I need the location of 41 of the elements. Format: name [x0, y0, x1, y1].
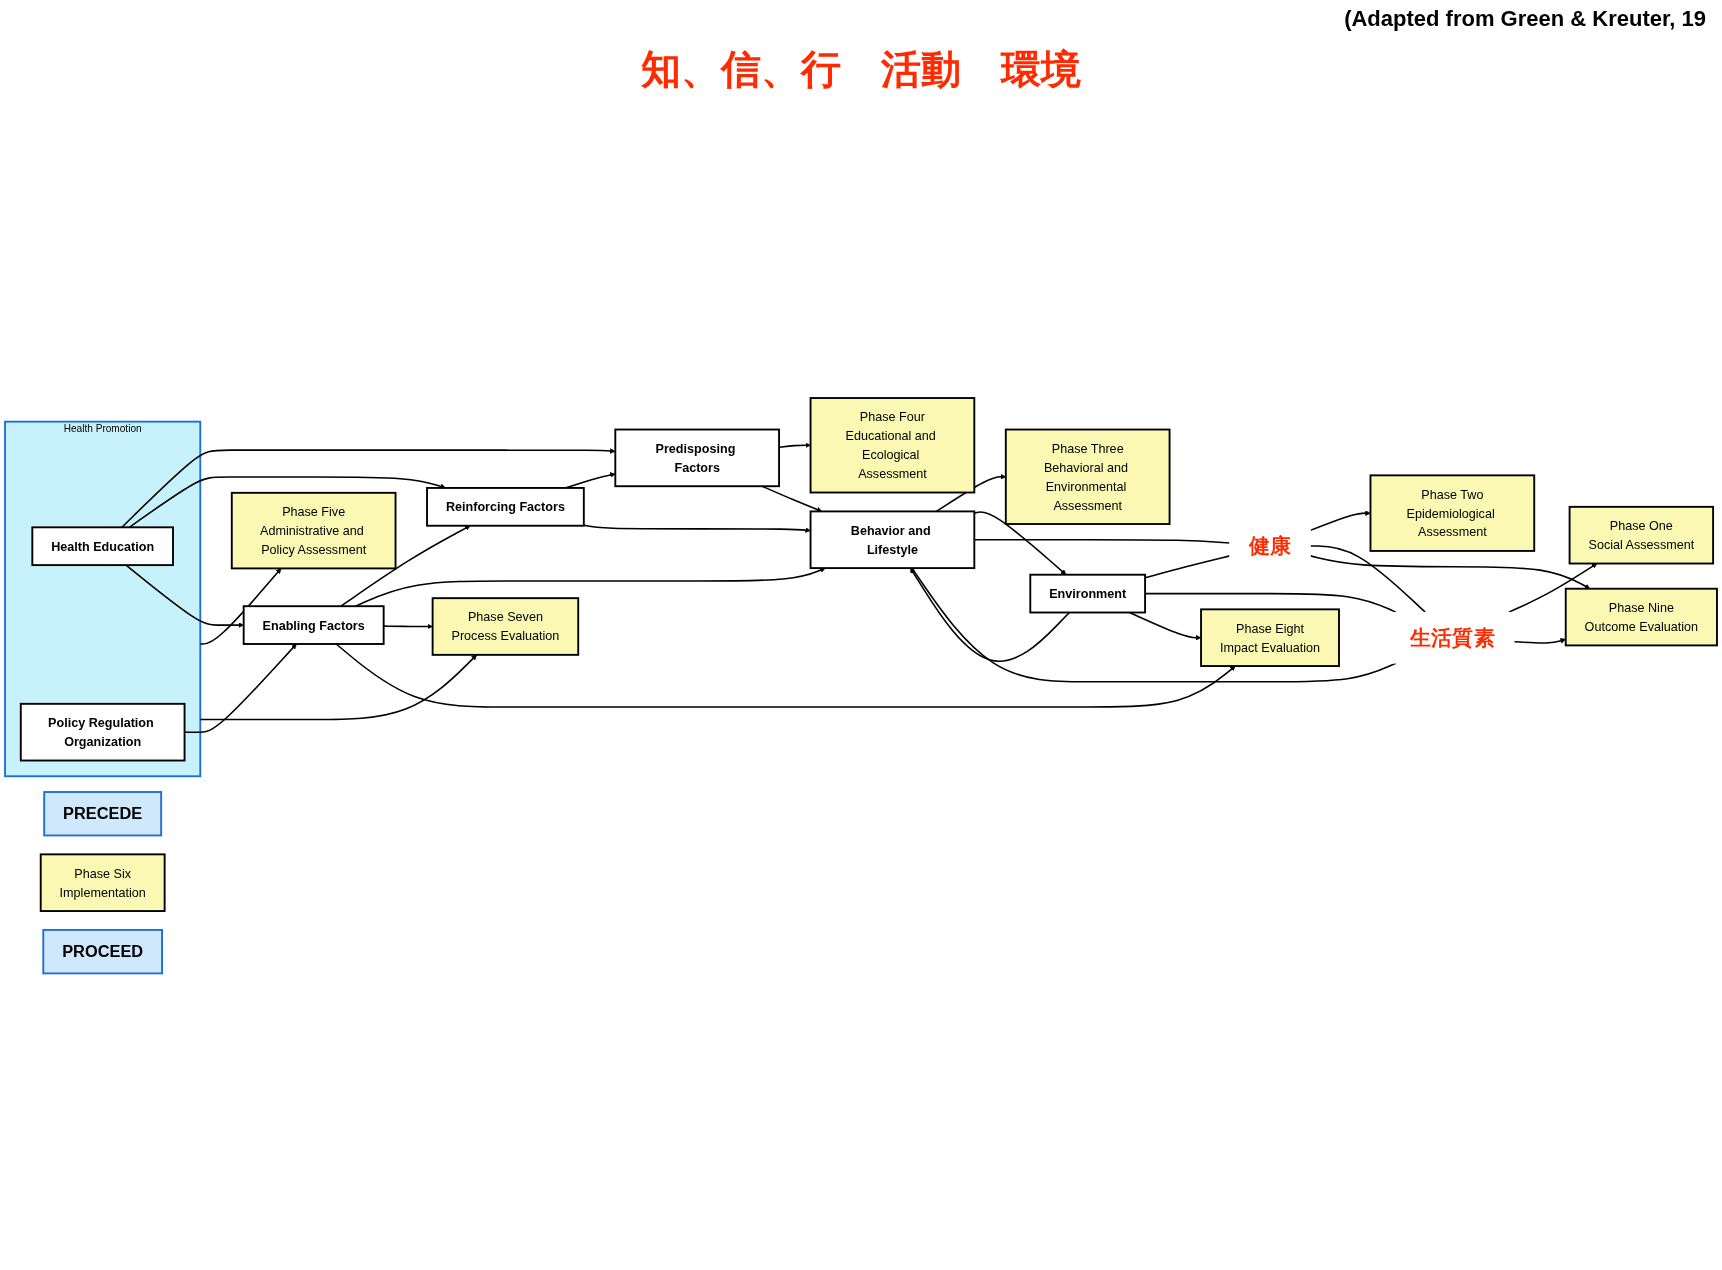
- arrow: [199, 654, 477, 721]
- arrow: [973, 510, 1067, 575]
- node-box: Enabling Factors: [242, 605, 385, 645]
- node-box: Phase Nine Outcome Evaluation: [1564, 587, 1718, 647]
- arrow: [335, 643, 1236, 708]
- node-text: 生活質素: [1409, 625, 1496, 650]
- node-box: Phase Three Behavioral and Environmental Assessment: [1004, 428, 1171, 525]
- source-note: (Adapted from Green & Kreuter, 19: [1344, 6, 1706, 32]
- node-box: PROCEED: [42, 928, 163, 975]
- node-box: Predisposing Factors: [614, 428, 780, 487]
- node-box: Reinforcing Factors: [426, 486, 585, 527]
- arrow: [1309, 554, 1591, 589]
- node-box: Policy Regulation Organization: [19, 702, 186, 762]
- node-box: PRECEDE: [43, 790, 163, 837]
- arrow: [199, 567, 282, 645]
- arrow: [1309, 510, 1371, 531]
- node-box: Health Education: [31, 526, 174, 566]
- node-text: 健康: [1248, 533, 1292, 558]
- arrow: [340, 525, 471, 607]
- node-box: Phase Six Implementation: [39, 853, 166, 912]
- node-box: Phase Seven Process Evaluation: [431, 597, 580, 656]
- arrow: [1128, 611, 1202, 641]
- node-box: Phase Four Educational and Ecological Assessment: [809, 396, 976, 494]
- connector: [1309, 545, 1426, 613]
- arrow: [1513, 637, 1566, 644]
- node-box: Behavior and Lifestyle: [809, 510, 976, 569]
- node-box: Phase Eight Impact Evaluation: [1200, 608, 1340, 667]
- overlay-caption: 活動: [881, 45, 961, 94]
- overlay-caption: 知、信、行: [641, 45, 841, 94]
- node-box: Phase Two Epidemiological Assessment: [1369, 474, 1536, 552]
- arrow: [910, 567, 1071, 662]
- overlay-caption: 環境: [1001, 45, 1081, 94]
- arrow: [128, 476, 446, 528]
- arrow: [125, 564, 244, 628]
- node-box: Environment: [1029, 573, 1147, 614]
- connector: [911, 567, 1397, 683]
- node-box: Phase Five Administrative and Policy Assessment: [230, 491, 397, 570]
- arrow: [121, 448, 616, 528]
- node-box: Phase One Social Assessment: [1568, 505, 1715, 565]
- arrow: [761, 485, 823, 512]
- arrow: [583, 524, 811, 533]
